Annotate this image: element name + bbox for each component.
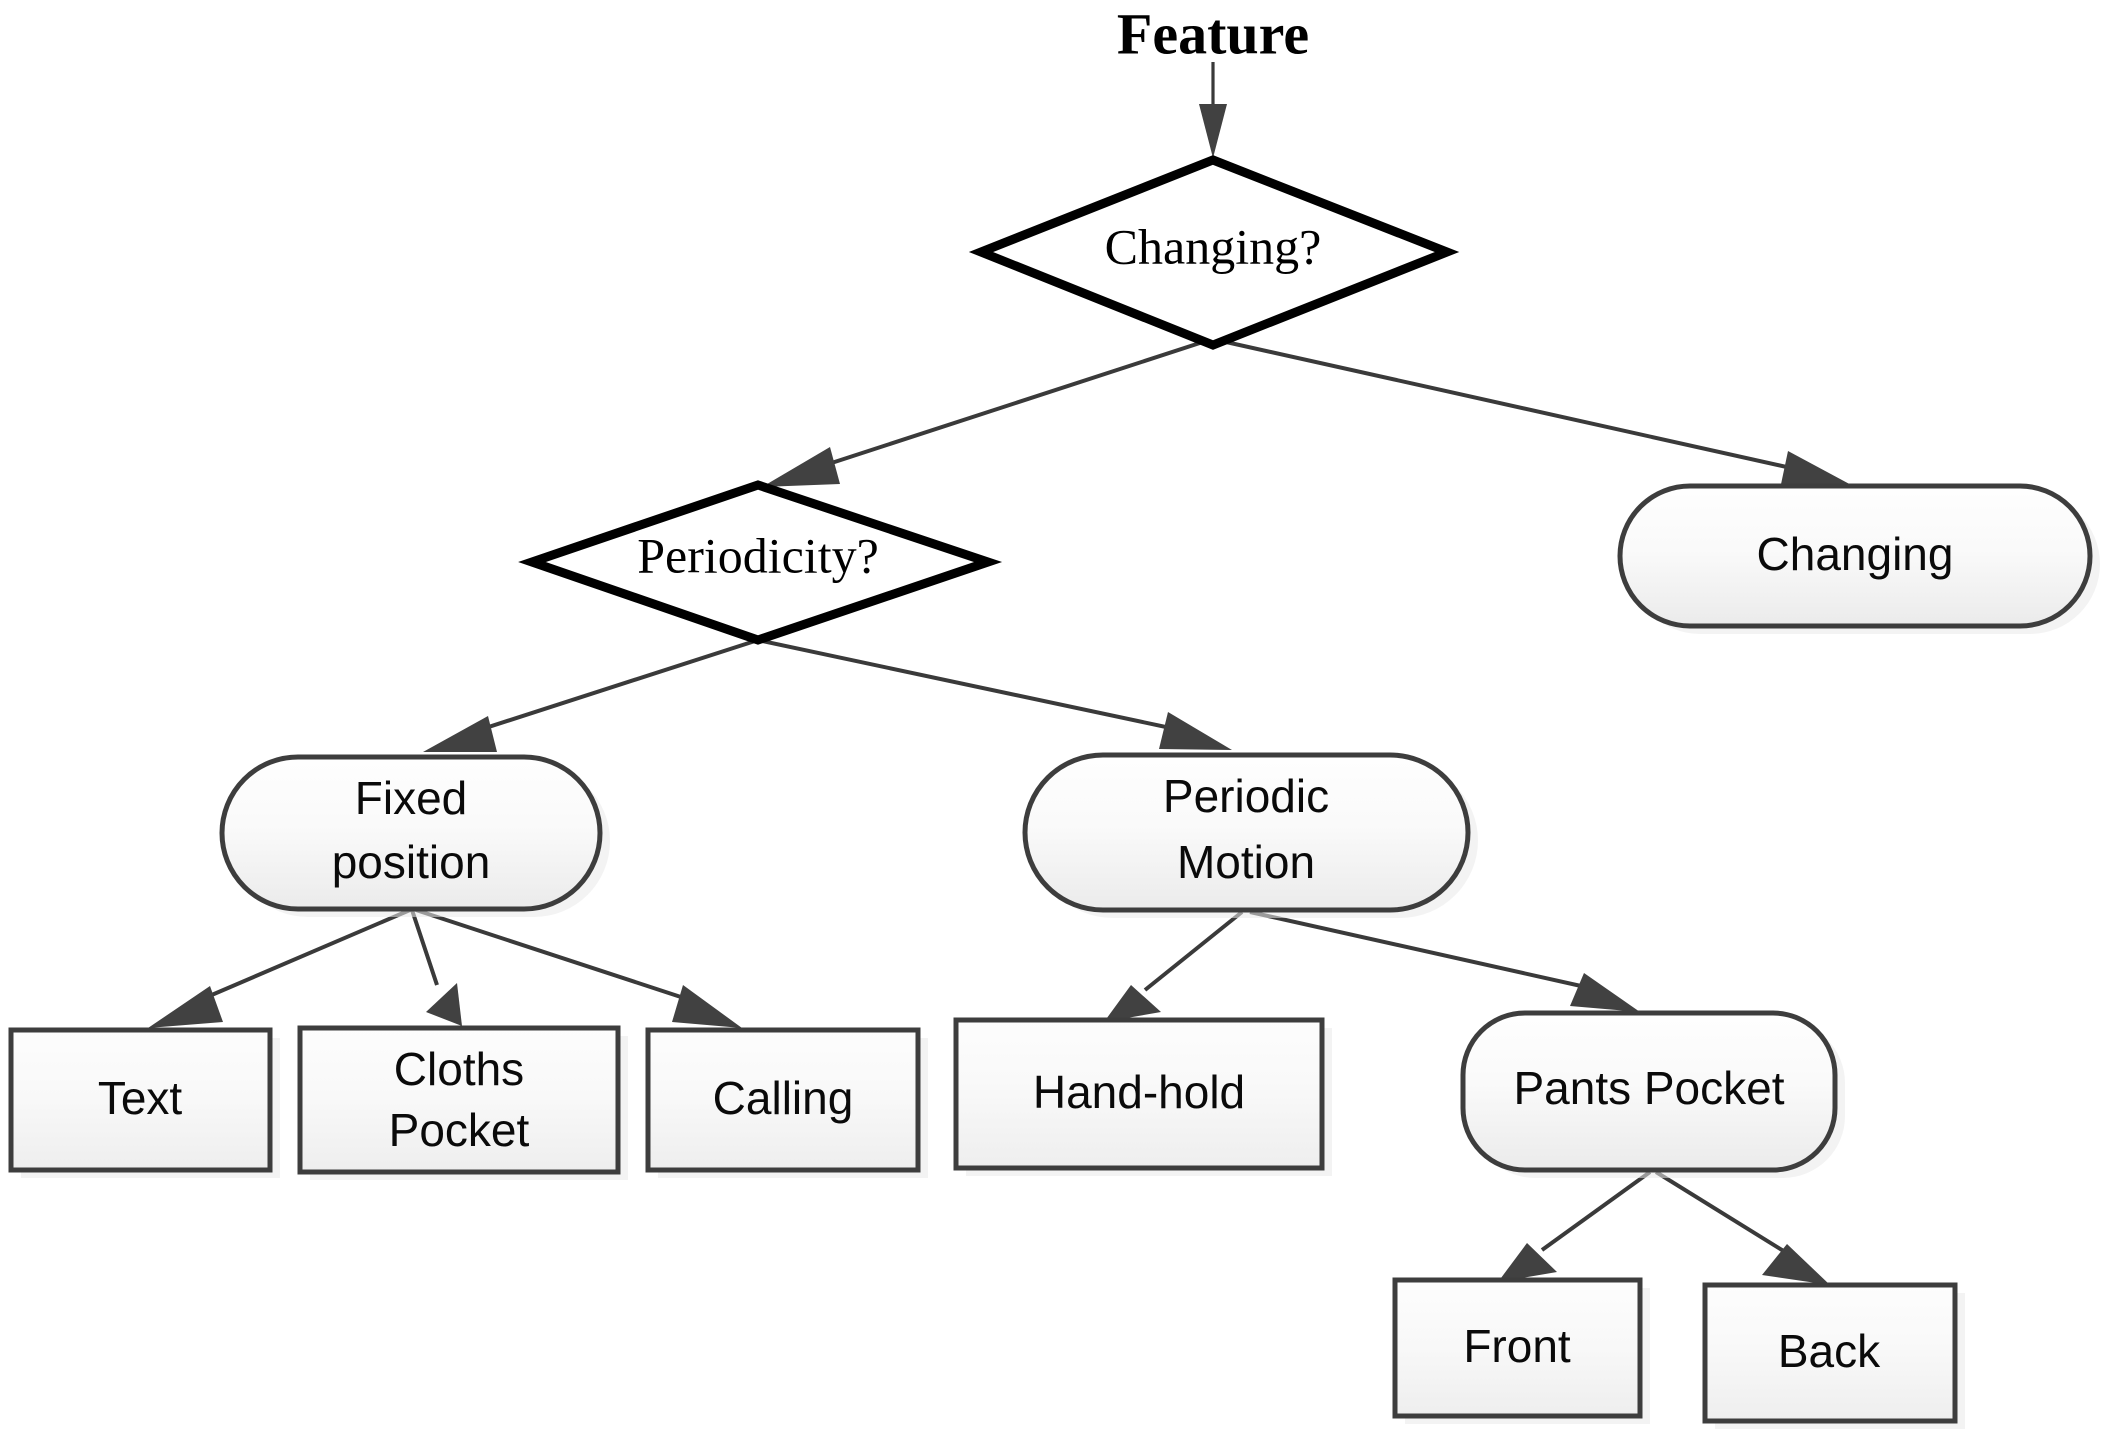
edge-fixed-position-to-cloths-pocket [410, 909, 462, 1026]
edge-fixed-position-to-calling [415, 908, 742, 1028]
node-hand-hold[interactable]: Hand-hold [953, 1017, 1332, 1176]
edge-fixed-position-to-text [148, 908, 411, 1028]
node-cloths-pocket-label-line1: Cloths [394, 1043, 524, 1095]
node-periodic-motion[interactable]: Periodic Motion [1022, 752, 1478, 918]
edge-periodic-motion-to-pants-pocket [1249, 910, 1640, 1012]
node-back[interactable]: Back [1702, 1282, 1965, 1429]
node-text-leaf-label: Text [98, 1072, 183, 1124]
node-fixed-position-label-line1: Fixed [355, 772, 467, 824]
edge-title-to-changing [1199, 62, 1227, 158]
node-calling-label: Calling [713, 1072, 854, 1124]
edge-changing-to-changing-leaf [1216, 338, 1855, 489]
node-front-label: Front [1463, 1320, 1571, 1372]
node-periodic-motion-label-line1: Periodic [1163, 770, 1329, 822]
node-periodicity-decision-label: Periodicity? [637, 527, 879, 583]
node-text-leaf[interactable]: Text [8, 1027, 280, 1178]
node-fixed-position[interactable]: Fixed position [219, 754, 610, 917]
page-title: Feature [1117, 1, 1309, 66]
node-periodic-motion-label-line2: Motion [1177, 836, 1315, 888]
node-fixed-position-label-line2: position [332, 836, 491, 888]
node-cloths-pocket-label-line2: Pocket [389, 1104, 530, 1156]
edge-pants-pocket-to-front [1498, 1170, 1652, 1282]
edge-periodicity-to-periodic-motion [761, 639, 1232, 750]
node-changing-decision[interactable]: Changing? [968, 155, 1460, 350]
node-hand-hold-label: Hand-hold [1033, 1066, 1245, 1118]
node-changing-leaf-label: Changing [1757, 528, 1954, 580]
node-periodicity-decision[interactable]: Periodicity? [518, 480, 1003, 645]
edge-periodic-motion-to-hand-hold [1104, 910, 1244, 1022]
node-cloths-pocket[interactable]: Cloths Pocket [297, 1025, 628, 1180]
node-back-label: Back [1778, 1325, 1881, 1377]
node-changing-leaf[interactable]: Changing [1617, 483, 2100, 634]
edge-pants-pocket-to-back [1654, 1170, 1830, 1285]
edge-changing-to-periodicity [762, 338, 1210, 487]
edge-periodicity-to-fixed-position [423, 639, 756, 752]
node-changing-decision-label: Changing? [1105, 218, 1322, 274]
node-front[interactable]: Front [1392, 1277, 1650, 1424]
node-calling[interactable]: Calling [645, 1027, 928, 1178]
node-pants-pocket[interactable]: Pants Pocket [1460, 1010, 1845, 1178]
node-pants-pocket-label: Pants Pocket [1513, 1062, 1784, 1114]
